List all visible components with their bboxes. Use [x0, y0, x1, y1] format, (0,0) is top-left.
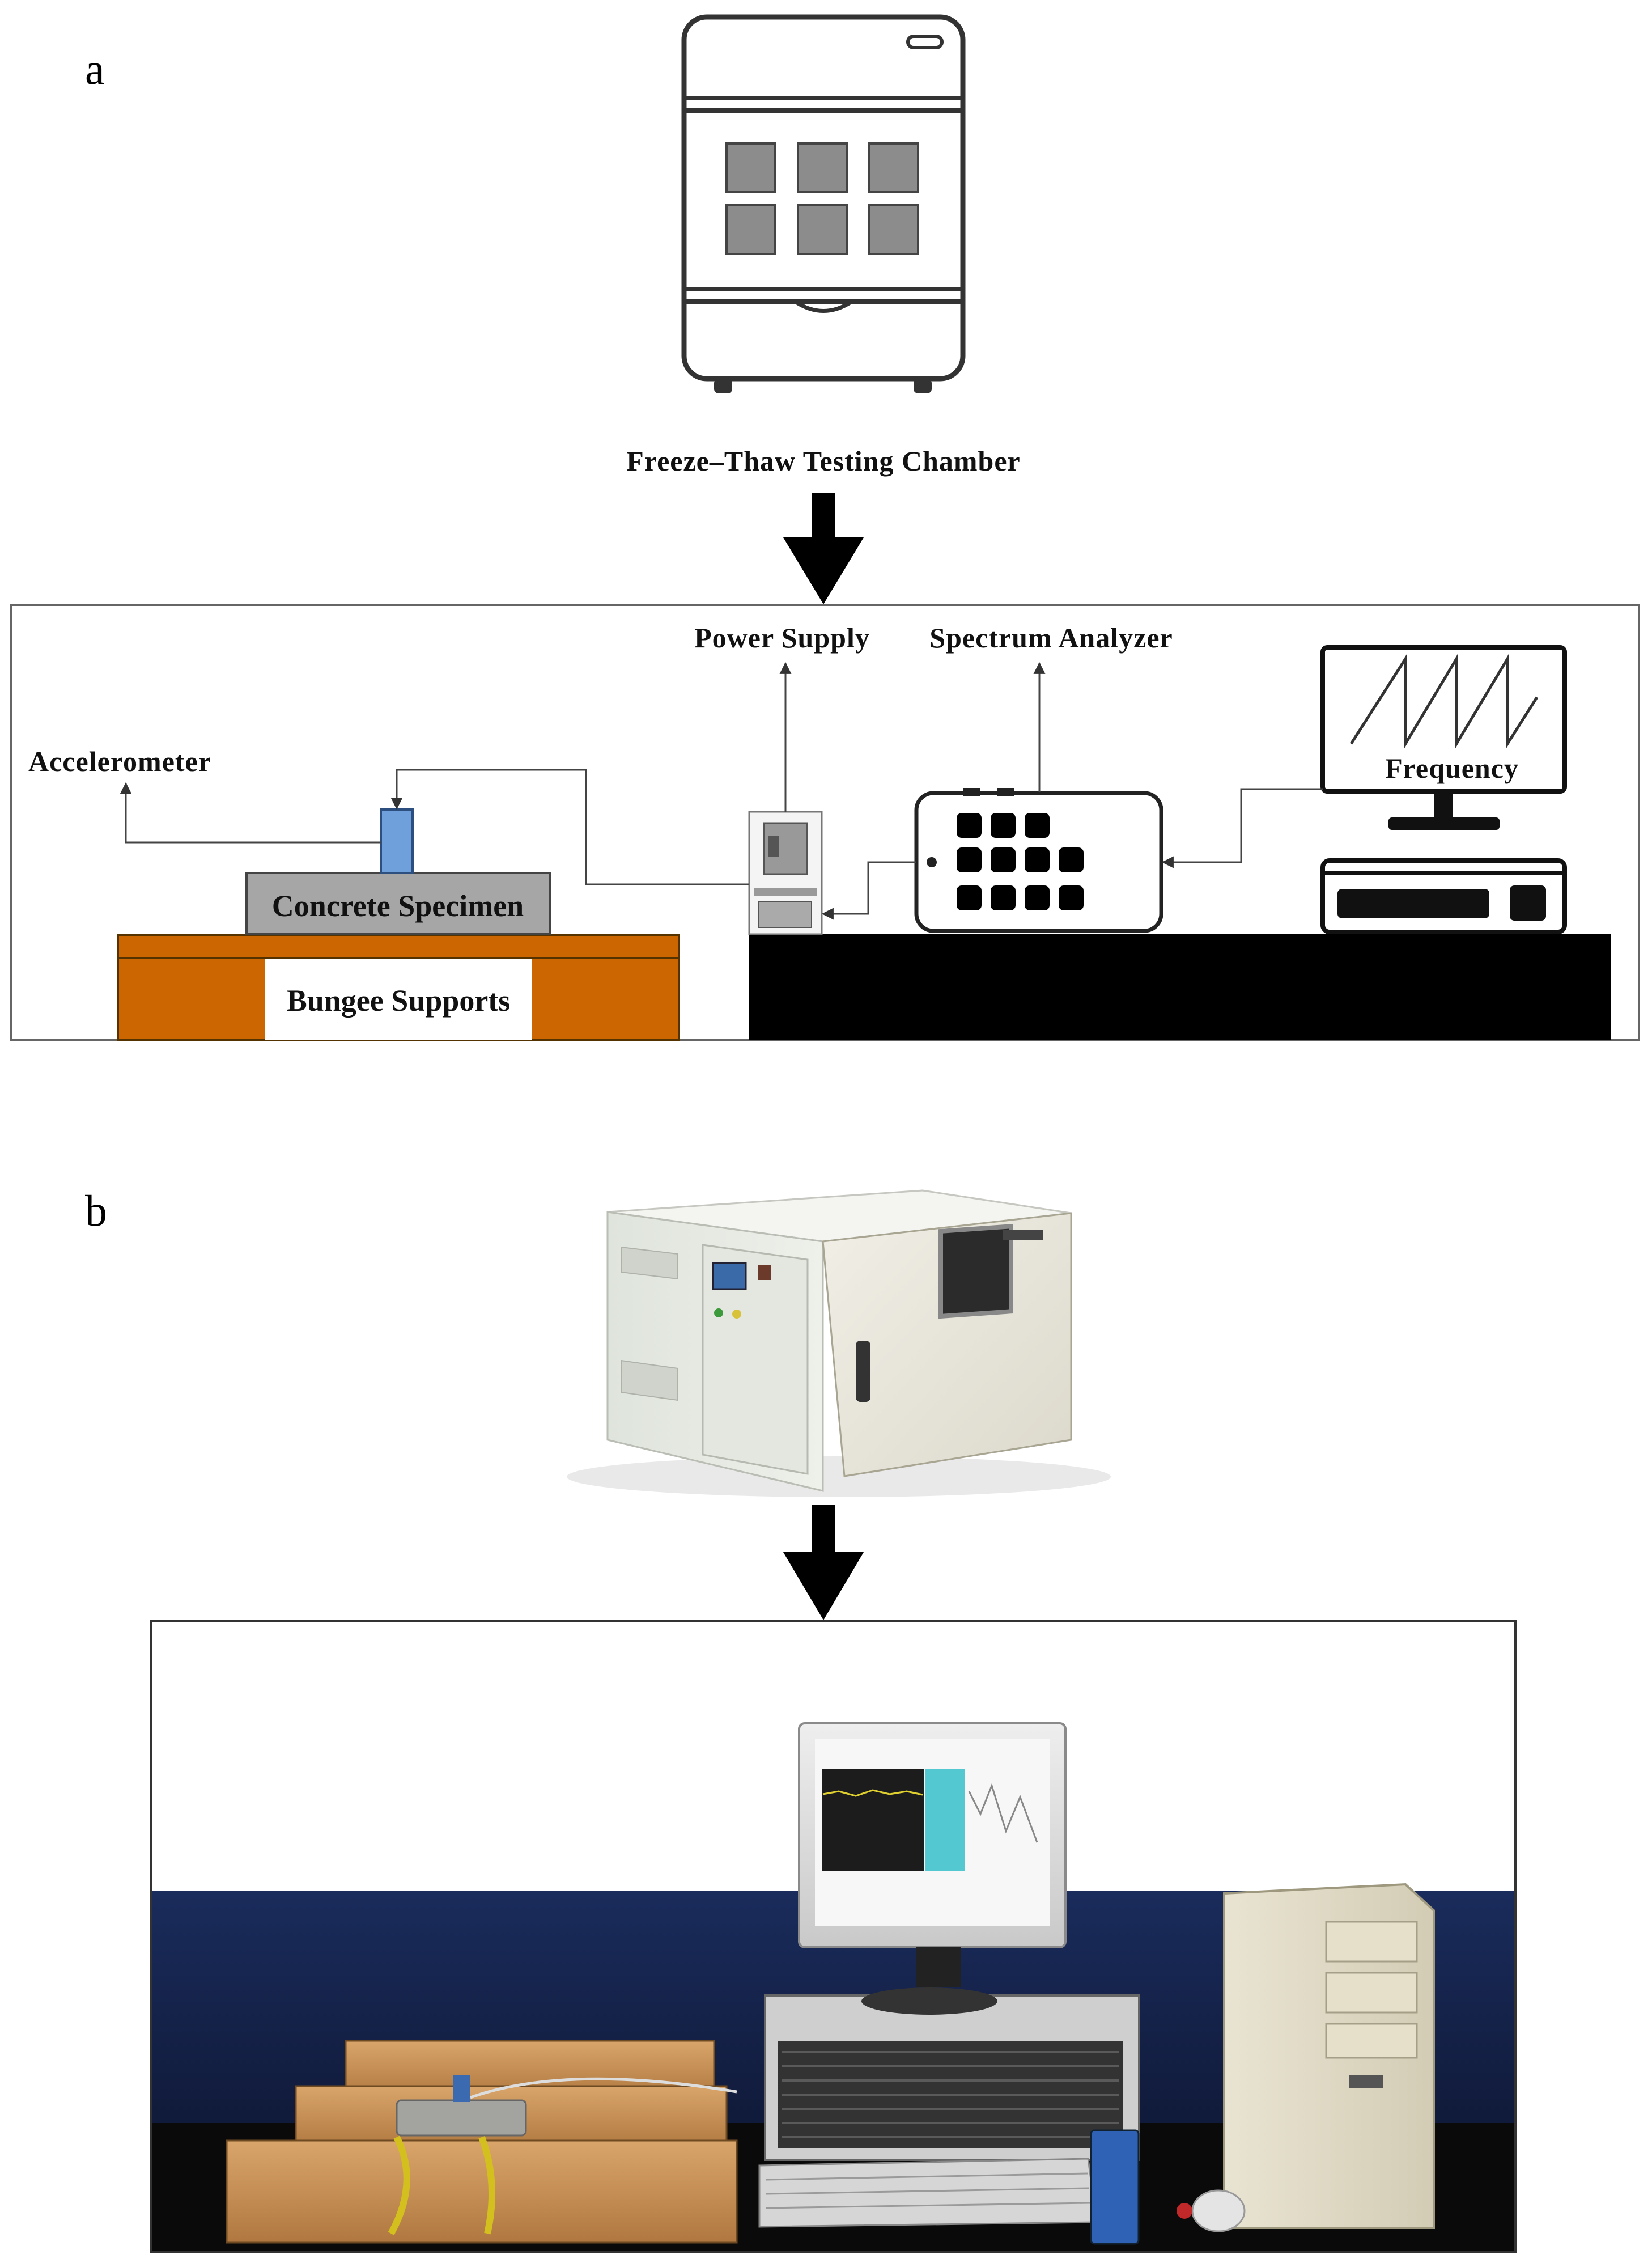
chamber-label: Freeze–Thaw Testing Chamber [626, 445, 1020, 477]
panel-a-label: a [85, 44, 105, 94]
chamber-photo [567, 1189, 1111, 1497]
panel-b: b [85, 1186, 1517, 2253]
down-arrow-icon-b [783, 1505, 864, 1620]
power-supply-label: Power Supply [694, 622, 870, 654]
accelerometer-leader [120, 782, 381, 844]
computer-monitor-icon [1320, 645, 1567, 830]
wood-supports-photo [226, 2040, 738, 2244]
freeze-thaw-chamber-icon [681, 14, 966, 393]
power-to-accelerometer-line [390, 769, 749, 885]
chamber-door-handle [856, 1341, 870, 1402]
bungee-supports [117, 934, 680, 1041]
computer-case-icon [1320, 858, 1567, 934]
power-supply-unit [748, 811, 823, 935]
keyboard-photo [758, 2158, 1098, 2228]
bungee-supports-label: Bungee Supports [287, 984, 511, 1018]
spectrum-analyzer-unit [914, 788, 1163, 933]
panel-a: a Freeze–Thaw Testing Chamber [10, 14, 1640, 1041]
monitor-to-analyzer-line [1161, 788, 1323, 868]
down-arrow-icon [783, 493, 864, 604]
power-supply-photo [1090, 2129, 1140, 2245]
equipment-table [749, 934, 1611, 1040]
chamber-door-window [938, 1223, 1013, 1319]
monitor-photo [798, 1722, 1067, 2015]
connection-lines [120, 662, 1323, 920]
spectrum-analyzer-label: Spectrum Analyzer [929, 622, 1173, 654]
accelerometer-sensor [380, 808, 414, 874]
mouse-pad-dot [1177, 2203, 1192, 2219]
panel-b-label: b [85, 1186, 107, 1235]
accelerometer-label: Accelerometer [28, 745, 211, 777]
frequency-label: Frequency [1385, 752, 1519, 784]
analyzer-to-power-line [821, 861, 916, 920]
analyzer-chassis-photo [764, 1994, 1140, 2161]
chamber-window-grid [725, 142, 919, 255]
concrete-specimen-label: Concrete Specimen [272, 889, 524, 923]
tower-pc-photo [1223, 1883, 1435, 2229]
mouse-photo [1191, 2189, 1246, 2232]
